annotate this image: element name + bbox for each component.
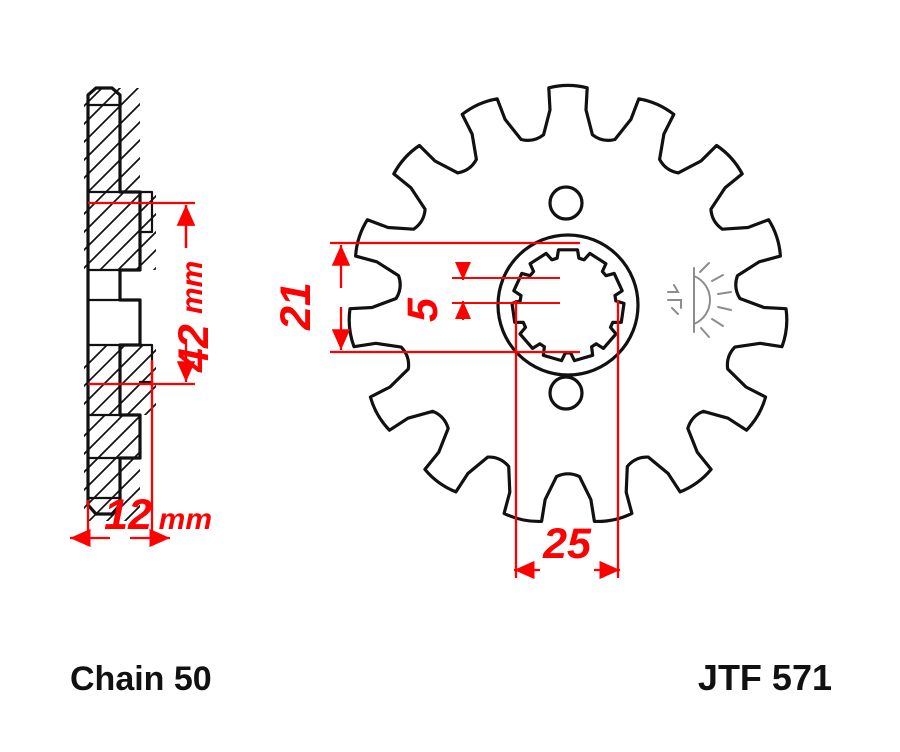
- dimension-42mm-value: 42: [170, 324, 218, 373]
- hatch-upper-tooth: [84, 88, 140, 192]
- dimension-25: 25: [514, 300, 620, 580]
- hub-outer-circle: [496, 233, 640, 377]
- dimension-25-value: 25: [542, 520, 592, 568]
- dimension-21-value: 21: [272, 282, 320, 331]
- hatch-lower-tooth: [84, 415, 140, 521]
- dimension-42mm: 42 mm: [88, 201, 218, 386]
- side-section-steps: [86, 103, 142, 500]
- hatch-upper-flange: [84, 192, 156, 270]
- dimension-12mm: 12 mm: [70, 360, 212, 548]
- face-view: 21 5 25: [272, 83, 789, 580]
- dimension-42mm-unit: mm: [176, 261, 209, 314]
- hatch-lower-flange: [84, 345, 156, 415]
- dimension-5: 5: [399, 262, 560, 322]
- side-section-hub-step-upper: [138, 190, 154, 234]
- dimension-5-value: 5: [399, 297, 447, 322]
- sprocket-profile: [347, 83, 789, 524]
- dimension-12mm-value: 12: [104, 491, 152, 539]
- chain-label: Chain 50: [70, 660, 212, 698]
- dimension-21: 21: [272, 241, 580, 354]
- engraving-mark: [667, 262, 732, 338]
- bolt-hole-bottom: [548, 375, 584, 411]
- bolt-hole-top: [548, 185, 584, 221]
- part-number-label: JTF 571: [698, 657, 832, 698]
- dimension-12mm-unit: mm: [159, 503, 212, 536]
- side-section-view: 42 mm 12 mm: [70, 86, 218, 548]
